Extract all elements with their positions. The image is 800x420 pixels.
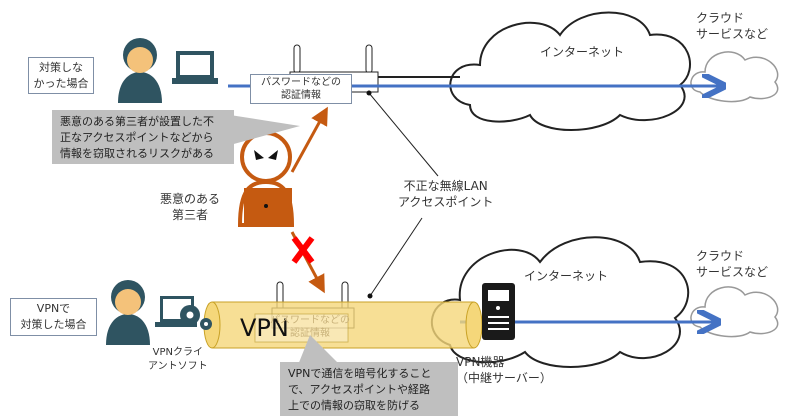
vpn-client-laptop-icon — [155, 296, 212, 330]
cloud-service-label-bottom: クラウド サービスなど — [696, 249, 769, 279]
vpn-device-label: VPN機器 （中継サーバー） — [456, 355, 552, 385]
attacker-icon — [237, 131, 295, 227]
cloud-internet-top — [449, 11, 691, 131]
cloud-service-bottom — [690, 286, 779, 338]
case-label-no-vpn: 対策しな かった場合 — [28, 57, 94, 94]
laptop-icon — [172, 51, 218, 84]
case-label-vpn: VPNで 対策した場合 — [10, 298, 97, 336]
vpn-callout: VPNで通信を暗号化すること で、アクセスポイントや経路 上での情報の窃取を防げ… — [280, 362, 458, 416]
vpn-client-label: VPNクライ アントソフト — [148, 347, 208, 372]
attacker-label: 悪意のある 第三者 — [160, 192, 221, 222]
attack-arrow-top — [290, 106, 328, 173]
auth-info-label-encrypted: パスワードなどの 認証情報 — [270, 315, 350, 339]
cloud-service-top — [690, 51, 779, 103]
vpn-tunnel-label: VPN — [240, 314, 289, 342]
rogue-ap-label: 不正な無線LAN アクセスポイント — [398, 179, 494, 209]
internet-label-top: インターネット — [540, 45, 625, 59]
internet-label-bottom: インターネット — [524, 269, 609, 283]
blocked-x-icon — [291, 236, 315, 264]
user-icon — [118, 38, 162, 103]
vpn-tunnel — [203, 301, 483, 349]
risk-callout: 悪意のある第三者が設置した不 正なアクセスポイントなどから 情報を窃取されるリス… — [52, 110, 234, 164]
vpn-server-icon — [482, 283, 515, 340]
user-icon — [106, 280, 150, 345]
auth-info-label: パスワードなどの 認証情報 — [250, 74, 352, 104]
cloud-service-label-top: クラウド サービスなど — [696, 11, 769, 41]
